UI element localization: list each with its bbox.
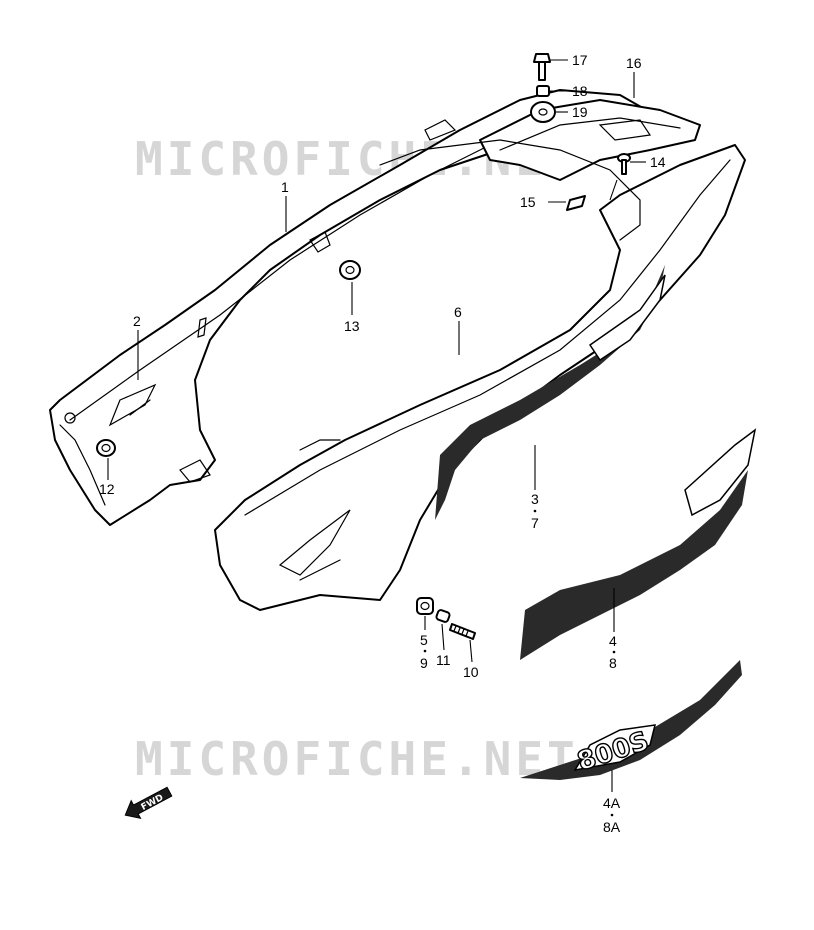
callout-8: 8 bbox=[609, 655, 617, 671]
callout-7: 7 bbox=[531, 515, 539, 531]
cushion-19 bbox=[530, 101, 556, 123]
callout-17: 17 bbox=[572, 52, 588, 68]
side-decal-panel bbox=[435, 265, 666, 520]
callout-15: 15 bbox=[520, 194, 536, 210]
callout-13: 13 bbox=[344, 318, 360, 334]
callout-3: 3 bbox=[531, 491, 539, 507]
grommet-13 bbox=[339, 260, 361, 280]
side-decal-separate bbox=[520, 428, 757, 660]
bolt-17 bbox=[533, 53, 551, 81]
callout-18: 18 bbox=[572, 83, 588, 99]
collar-11 bbox=[435, 609, 451, 623]
callout-labels: 1 2 3 7 4 8 4A 8A 5 9 6 10 11 12 13 14 1… bbox=[99, 52, 666, 835]
fwd-arrow-icon: FWD bbox=[124, 786, 173, 820]
bolt-14 bbox=[617, 153, 631, 175]
callout-4a: 4A bbox=[603, 795, 621, 811]
grommet-12 bbox=[96, 439, 116, 457]
callout-2: 2 bbox=[133, 313, 141, 329]
screw-10 bbox=[449, 623, 476, 640]
callout-16: 16 bbox=[626, 55, 642, 71]
callout-10: 10 bbox=[463, 664, 479, 680]
callout-12: 12 bbox=[99, 481, 115, 497]
callout-11: 11 bbox=[436, 652, 451, 668]
leader-lines bbox=[107, 59, 646, 792]
collar-18 bbox=[536, 85, 550, 97]
clip-15 bbox=[566, 195, 586, 211]
callout-8a: 8A bbox=[603, 819, 621, 835]
callout-9: 9 bbox=[420, 655, 428, 671]
callout-1: 1 bbox=[281, 179, 289, 195]
callout-4: 4 bbox=[609, 633, 617, 649]
frame-cover-right bbox=[214, 139, 746, 611]
watermark-bottom: MICROFICHE.NET bbox=[135, 732, 579, 786]
callout-19: 19 bbox=[572, 104, 588, 120]
callout-5: 5 bbox=[420, 632, 428, 648]
callout-14: 14 bbox=[650, 154, 666, 170]
callout-6: 6 bbox=[454, 304, 462, 320]
cushion-5 bbox=[416, 597, 434, 615]
